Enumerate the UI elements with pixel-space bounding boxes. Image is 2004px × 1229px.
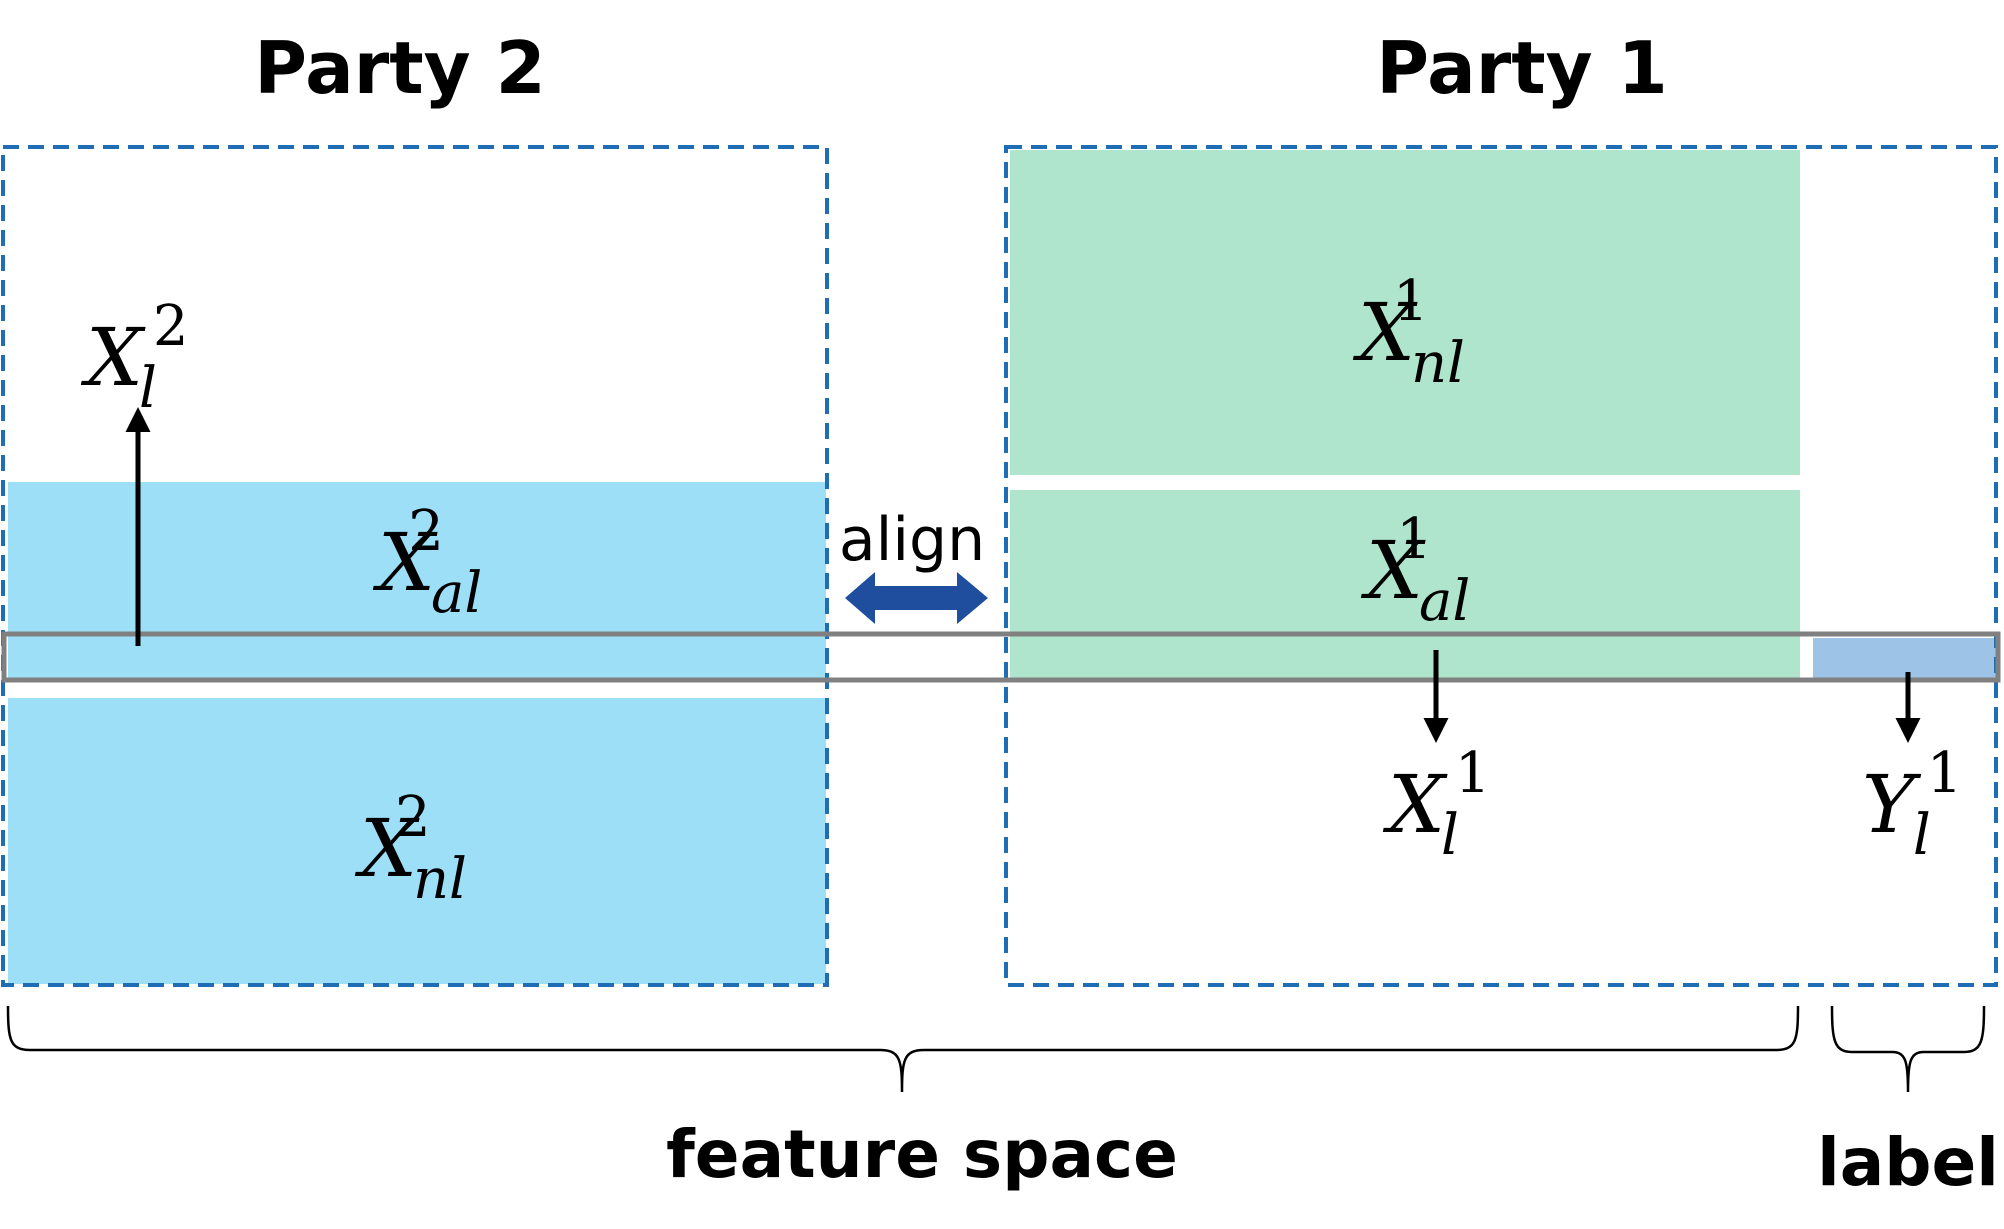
party-1-aligned-label: Xal1: [1360, 507, 1470, 634]
align-label: align: [839, 505, 985, 575]
party-1-unaligned-block: [1010, 150, 1800, 475]
feature-space-caption: feature space: [666, 1116, 1178, 1193]
party-1-aligned-block: [1010, 490, 1800, 680]
party-1-dashed-border: [1004, 145, 1998, 987]
party-1-unaligned-label: Xnl1: [1352, 269, 1465, 396]
party-2-aligned-label: Xal2: [372, 499, 482, 626]
party-2-region: [1, 145, 829, 987]
label-brace: [1830, 1005, 1986, 1093]
party-2-unaligned-block: [8, 698, 826, 984]
party-2-unaligned-label: Xnl2: [354, 785, 467, 912]
party-1-labels-label: Yl1: [1862, 741, 1962, 868]
label-caption: label: [1817, 1124, 1999, 1201]
party-1-title: Party 1: [1376, 26, 1667, 110]
align-double-arrow: [845, 572, 988, 624]
party-1-label-block: [1813, 638, 1997, 680]
aligned-sample-band: [1, 631, 2001, 683]
feature-space-brace: [6, 1005, 1800, 1093]
party-1-labeled-features-label: Xl1: [1382, 741, 1491, 868]
party-2-aligned-block: [8, 482, 826, 680]
party-1-region: [1004, 145, 1998, 987]
party-2-dashed-border: [1, 145, 829, 987]
party-2-labeled-features-label: Xl2: [80, 294, 189, 421]
party-2-title: Party 2: [254, 26, 545, 110]
